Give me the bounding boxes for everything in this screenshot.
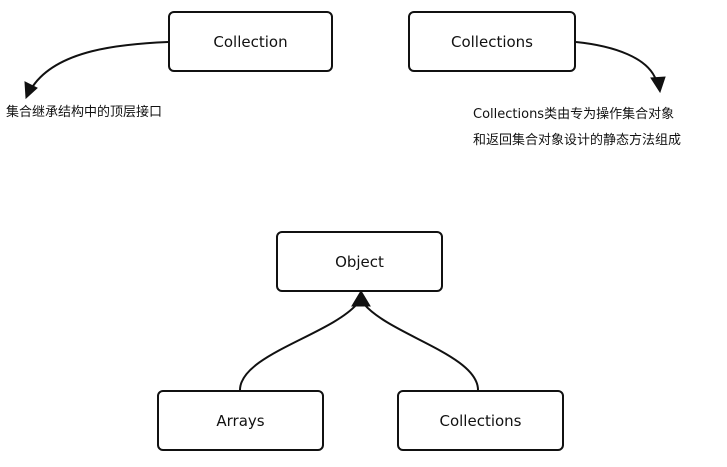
collections-object-connector <box>363 303 479 391</box>
collection-note-connector <box>32 41 169 87</box>
object-node: Object <box>276 231 443 292</box>
collections-note-arrowhead <box>650 76 666 94</box>
collections-top-node-label: Collections <box>450 32 533 51</box>
collections-note: Collections类由专为操作集合对象 和返回集合对象设计的静态方法组成 <box>473 102 681 154</box>
arrays-node-label: Arrays <box>216 411 265 430</box>
collection-node: Collection <box>168 11 333 72</box>
collections-note-line2: 和返回集合对象设计的静态方法组成 <box>473 133 682 148</box>
collections-note-connector <box>575 41 657 81</box>
object-node-label: Object <box>335 252 384 271</box>
collections-bottom-node: Collections <box>397 390 564 451</box>
collection-node-label: Collection <box>213 32 288 51</box>
collection-note-text: 集合继承结构中的顶层接口 <box>6 105 163 120</box>
collection-note-arrowhead <box>24 81 38 100</box>
arrays-object-connector <box>239 303 358 391</box>
arrays-node: Arrays <box>157 390 324 451</box>
collections-note-line1: Collections类由专为操作集合对象 <box>473 107 675 122</box>
collections-bottom-node-label: Collections <box>439 411 522 430</box>
collection-note: 集合继承结构中的顶层接口 <box>6 100 162 126</box>
collections-top-node: Collections <box>408 11 576 72</box>
object-inheritance-arrowhead <box>351 290 371 307</box>
